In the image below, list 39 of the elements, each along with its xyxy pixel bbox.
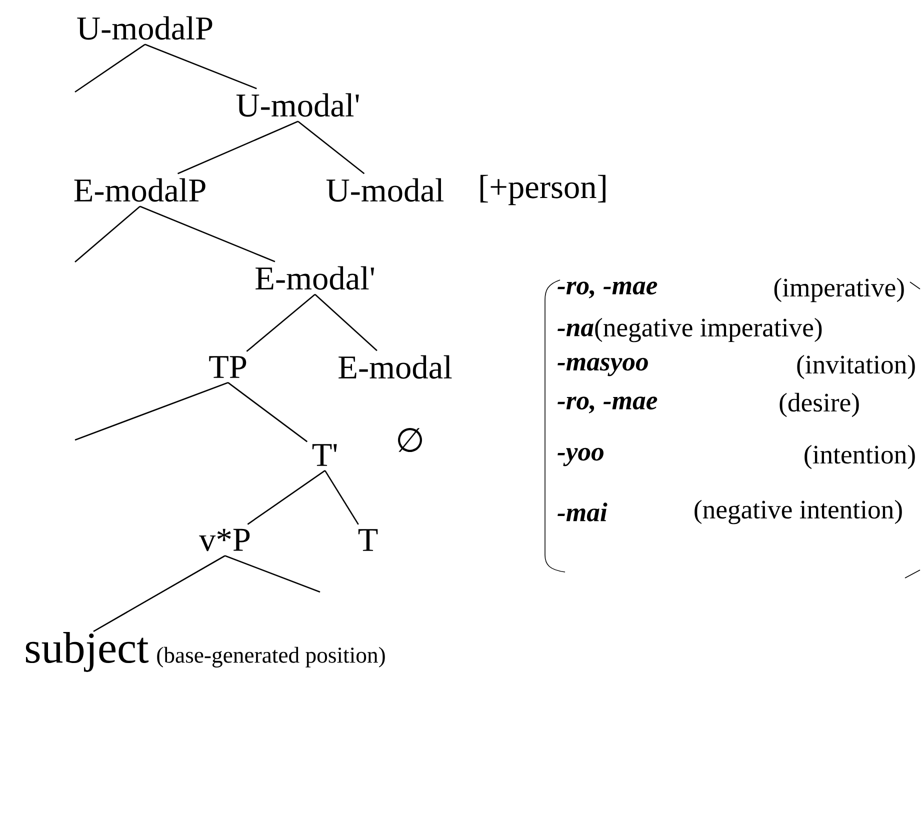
tree-node-label: U-modal — [326, 178, 444, 202]
branch-line — [93, 555, 226, 632]
tree-node-label: v*P — [199, 528, 250, 552]
tree-node-label: subject (base-generated position) — [26, 632, 385, 672]
feature-label: [+person] — [480, 174, 606, 206]
branch-line — [228, 382, 308, 442]
suffix-label: -yoo — [558, 448, 604, 466]
gloss-label: (desire) — [780, 392, 859, 418]
suffix-label: -mai — [558, 502, 608, 522]
tree-node-label: ∅ — [398, 428, 422, 452]
branch-line — [144, 44, 257, 90]
tree-node-label: TP — [209, 356, 246, 378]
gloss-label: (invitation) — [797, 354, 915, 380]
tree-node-label: T' — [312, 444, 337, 466]
suffix-label: -ro, -mae — [558, 282, 658, 298]
branch-line — [140, 206, 276, 262]
branch-line — [74, 44, 146, 93]
branch-line — [314, 294, 378, 352]
branch-line — [177, 120, 298, 174]
suffix-label: -masyoo — [558, 358, 648, 376]
gloss-label: (imperative) — [774, 278, 904, 302]
tree-node-label: E-modal' — [256, 266, 374, 290]
tree-node-label: T — [358, 529, 378, 551]
tree-node-label: U-modal' — [236, 93, 359, 117]
tree-node-label: E-modal — [338, 355, 452, 379]
branch-line — [298, 120, 365, 174]
gloss-label: (negative intention) — [694, 500, 902, 524]
suffix-label: -na — [558, 324, 594, 336]
branch-line — [246, 294, 316, 352]
suffix-label: -ro, -mae — [558, 396, 658, 414]
branch-line — [74, 206, 140, 263]
branch-line — [324, 470, 359, 525]
gloss-label: (intention) — [804, 444, 915, 470]
gloss-label: (negative imperative) — [595, 318, 822, 342]
branch-line — [74, 382, 228, 441]
branch-line — [247, 470, 326, 525]
branch-line — [224, 555, 320, 593]
tree-node-label: U-modalP — [77, 16, 212, 40]
tree-node-label: E-modalP — [74, 178, 206, 202]
